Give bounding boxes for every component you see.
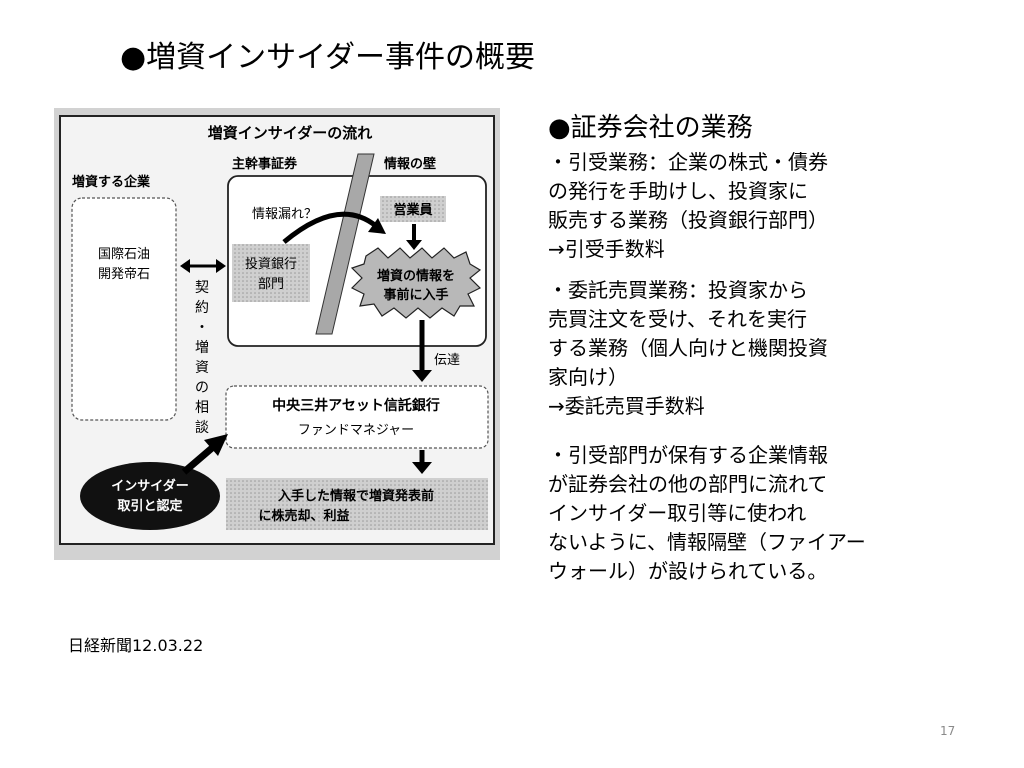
business-heading: ●証券会社の業務 [548, 113, 753, 143]
result-label-line1: 入手した情報で増資発表前 [278, 488, 434, 504]
leak-arrow [282, 211, 386, 244]
transmit-label: 伝達 [434, 353, 460, 368]
brokerage-line: →委託売買手数料 [548, 394, 705, 418]
brokerage-line: ・委託売買業務：投資家から [548, 278, 808, 302]
company-name-line2: 開発帝石 [98, 266, 150, 282]
figure-caption: 日経新聞12.03.22 [68, 636, 204, 655]
brokerage-line: 家向け） [548, 365, 628, 389]
underwriting-line: 販売する業務（投資銀行部門） [548, 208, 828, 232]
result-down-arrow [412, 450, 432, 474]
info-label-line1: 増資の情報を [377, 268, 455, 284]
underwriting-line: →引受手数料 [548, 237, 665, 261]
trust-bank-name: 中央三井アセット信託銀行 [272, 397, 440, 414]
svg-text:契: 契 [195, 280, 209, 296]
firewall-line: ウォール）が設けられている。 [548, 559, 828, 583]
info-burst [350, 247, 482, 319]
page-number: 17 [940, 724, 956, 738]
firewall-block: ・引受部門が保有する企業情報 が証券会社の他の部門に流れて インサイダー取引等に… [548, 441, 968, 586]
contract-double-arrow [180, 259, 226, 273]
insider-oval [80, 462, 220, 530]
company-name-line1: 国際石油 [98, 247, 150, 262]
business-section: ●証券会社の業務 ・引受業務：企業の株式・債券 の発行を手助けし、投資家に 販売… [548, 108, 968, 586]
securities-header: 主幹事証券 [232, 156, 298, 172]
result-box [226, 478, 488, 530]
svg-text:資: 資 [195, 360, 209, 376]
ib-label-line1: 投資銀行 [245, 256, 297, 272]
sales-down-arrow [406, 224, 422, 250]
firewall-line: インサイダー取引等に使われ [548, 501, 807, 525]
insider-label-line1: インサイダー [111, 478, 188, 494]
transmit-arrow [412, 320, 432, 382]
underwriting-line: の発行を手助けし、投資家に [548, 179, 808, 203]
insider-label-line2: 取引と認定 [117, 498, 182, 514]
underwriting-line: ・引受業務：企業の株式・債券 [548, 150, 828, 174]
leak-label: 情報漏れ？ [252, 206, 317, 222]
underwriting-block: ・引受業務：企業の株式・債券 の発行を手助けし、投資家に 販売する業務（投資銀行… [548, 148, 968, 264]
result-label-line2: に株売却、利益 [258, 508, 349, 524]
slide-title: ●増資インサイダー事件の概要 [120, 40, 535, 75]
contract-label: 契 約 ・ 増 資 の 相 談 [195, 280, 209, 436]
svg-text:・: ・ [195, 320, 209, 336]
svg-text:の: の [195, 380, 209, 396]
brokerage-line: する業務（個人向けと機関投資 [548, 336, 828, 360]
svg-text:相: 相 [195, 400, 209, 416]
brokerage-line: 売買注文を受け、それを実行 [548, 307, 807, 331]
firewall-line: ・引受部門が保有する企業情報 [548, 443, 828, 467]
insider-flow-diagram: 増資インサイダーの流れ 増資する企業 国際石油 開発帝石 契 約 ・ 増 資 の… [54, 108, 500, 560]
svg-text:約: 約 [195, 300, 209, 316]
trust-bank-box [225, 385, 489, 449]
svg-text:談: 談 [195, 420, 209, 436]
sales-label: 営業員 [393, 202, 432, 218]
diagram-title: 増資インサイダーの流れ [208, 124, 372, 142]
svg-text:増: 増 [195, 340, 209, 356]
brokerage-block: ・委託売買業務：投資家から 売買注文を受け、それを実行 する業務（個人向けと機関… [548, 276, 968, 421]
company-header: 増資する企業 [72, 174, 151, 190]
info-label-line2: 事前に入手 [383, 287, 448, 303]
ib-department-box [232, 244, 310, 302]
sales-staff-box [380, 196, 446, 222]
firewall-line: ないように、情報隔壁（ファイアー [548, 530, 866, 554]
wall-label: 情報の壁 [384, 156, 436, 172]
insider-arrow [181, 434, 228, 475]
company-box [71, 197, 177, 421]
firewall-line: が証券会社の他の部門に流れて [548, 472, 828, 496]
ib-label-line2: 部門 [258, 277, 284, 292]
fund-manager-label: ファンドマネジャー [298, 423, 414, 438]
